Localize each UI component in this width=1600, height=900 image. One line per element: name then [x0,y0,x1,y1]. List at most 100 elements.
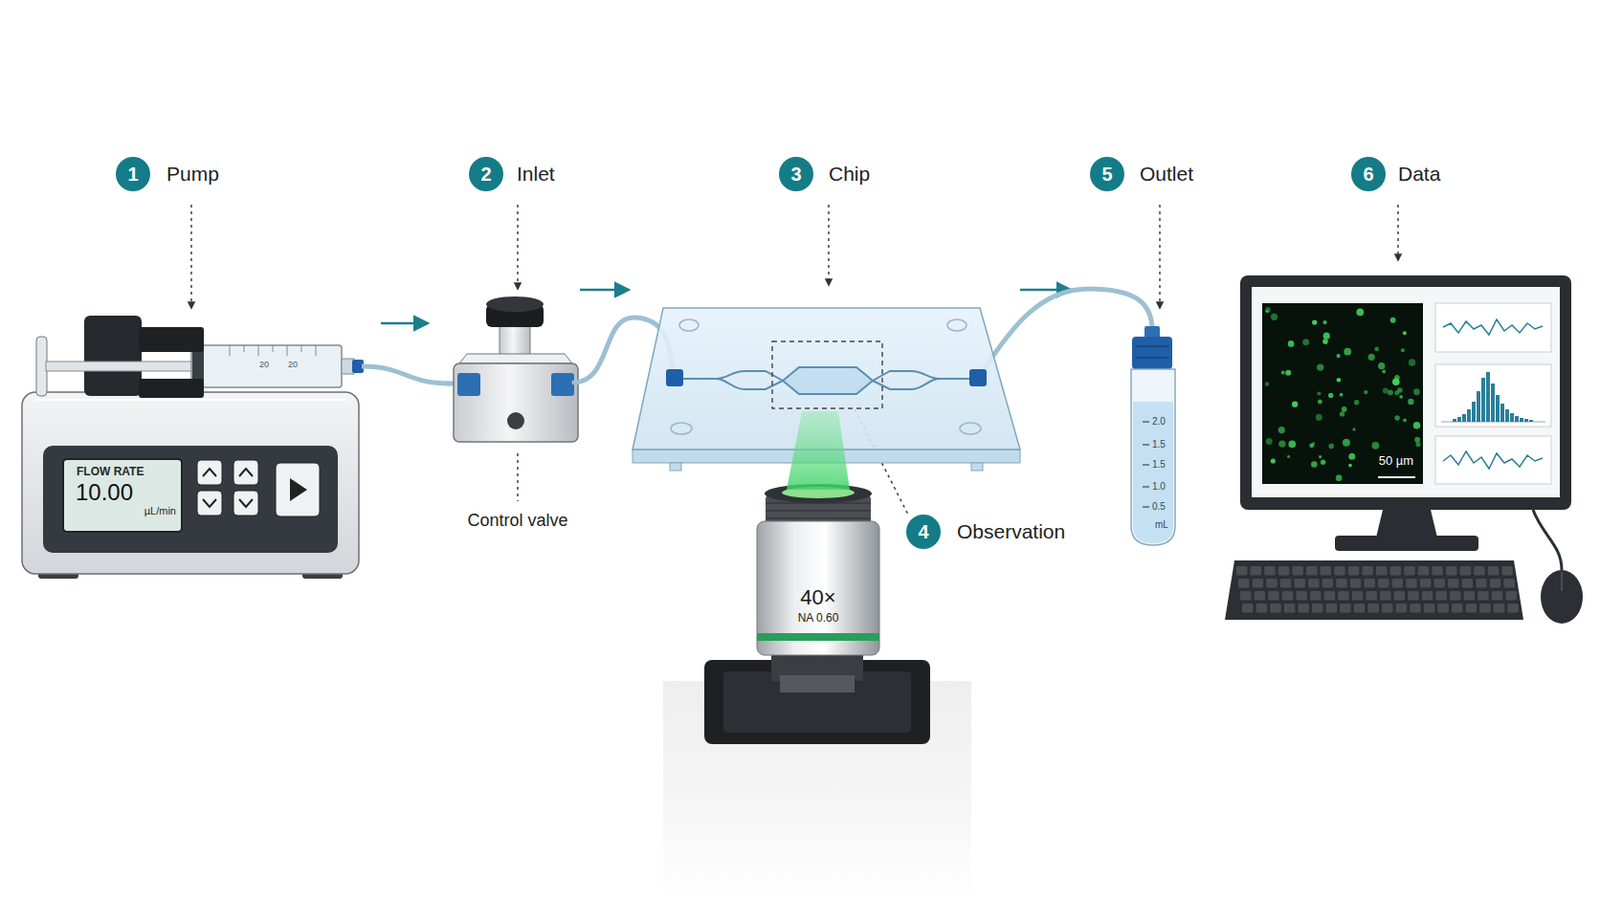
cell-dot [1316,391,1321,396]
computer-monitor [1443,319,1543,335]
syringe-pump-body [197,460,223,486]
histogram-bar [1481,377,1486,423]
keyboard-key [1460,566,1472,577]
microfluidic-chip [666,369,684,387]
volume-unit: mL [1155,519,1169,532]
cell-dot [1415,442,1421,447]
keyboard-key [1477,591,1489,601]
keyboard-key [1352,591,1364,601]
collection-tube [1132,336,1173,370]
leader-line [190,204,192,309]
callout-circle [906,514,941,550]
histogram-bar [1510,413,1514,423]
control-valve-body [507,412,525,430]
keyboard-key [1339,603,1352,614]
cell-dot [1336,377,1342,383]
keyboard-key [1377,578,1390,589]
keyboard-key [1437,603,1449,614]
collection-tube [1133,401,1174,544]
control-valve-body [457,373,481,397]
leader-line [516,453,518,502]
keyboard-key [1473,566,1486,577]
cell-dot [1413,388,1421,396]
collection-tube [1142,421,1150,423]
syringe-pump-body [233,490,259,516]
keyboard-key [1350,578,1362,589]
computer-monitor [1452,372,1534,423]
cell-dot [1348,464,1353,468]
cell-dot [1318,455,1322,459]
computer-monitor [1435,436,1552,485]
keyboard-key [1462,578,1474,589]
keyboard-key [1431,566,1444,577]
keyboard-key [1466,603,1478,614]
keyboard-key [1269,603,1282,614]
computer-monitor [1240,275,1572,511]
keyboard-key [1423,603,1436,614]
cell-dot [1339,411,1345,417]
keyboard-key [1365,591,1378,601]
cell-dot [1278,426,1286,434]
keyboard-key [1238,578,1250,589]
collection-tube [1131,326,1176,546]
leader-line [827,204,829,286]
excitation-beam [786,411,850,490]
callout-label: Chip [828,162,870,186]
histogram-bar [1490,383,1495,423]
cell-dot [1377,362,1385,370]
cell-dot [1355,308,1364,316]
computer-monitor [1265,307,1422,482]
cell-dot [1335,474,1343,482]
cell-dot [1387,390,1394,397]
syringe [244,345,245,353]
volume-mark: 1.0 [1152,481,1166,493]
keyboard-key [1392,578,1404,589]
keyboard-key [1361,566,1374,577]
aperture-label: NA 0.60 [798,612,840,626]
objective-lens [756,633,880,642]
cell-dot [1278,440,1286,447]
computer-monitor [1236,566,1519,614]
keyboard-key [1280,578,1292,589]
keyboard-key [1464,591,1476,601]
callout-label: Data [1398,162,1441,186]
control-valve-body [459,354,573,364]
cell-dot [1394,390,1400,396]
keyboard-key [1394,591,1406,601]
cell-dot [1265,381,1270,387]
keyboard-key [1505,591,1517,601]
cell-dot [1381,370,1386,375]
cell-dot [1402,331,1407,335]
histogram-bar [1514,416,1519,423]
cell-dot [1285,370,1291,377]
fluorescence-image: 50 µm [1262,303,1423,485]
keyboard-key [1422,591,1434,601]
leader-line [191,204,1399,517]
cell-dot [1363,390,1368,395]
callout-number: 6 [1362,163,1374,186]
cell-dot [1352,427,1356,431]
microfluidic-chip [947,319,967,332]
syringe-graduation: 20 [259,359,269,370]
keyboard-key [1403,566,1416,577]
microfluidic-chip [969,369,987,387]
cell-dot [1311,319,1317,325]
histogram-bar [1471,401,1476,423]
histogram-bar [1457,417,1462,423]
collection-tube [1142,422,1150,508]
microfluidic-chip [679,319,699,332]
cell-dot [1315,414,1323,422]
keyboard-key [1335,578,1348,589]
keyboard-key [1488,566,1500,577]
syringe [301,345,303,353]
objective-lens [765,517,871,519]
objective-lens [756,521,880,656]
control-valve-body [486,296,544,312]
cell-dot [1328,393,1334,399]
microfluidic-chip [971,463,983,471]
keyboard-key [1501,566,1513,577]
control-valve-body [551,373,575,397]
keyboard-key [1445,566,1458,577]
